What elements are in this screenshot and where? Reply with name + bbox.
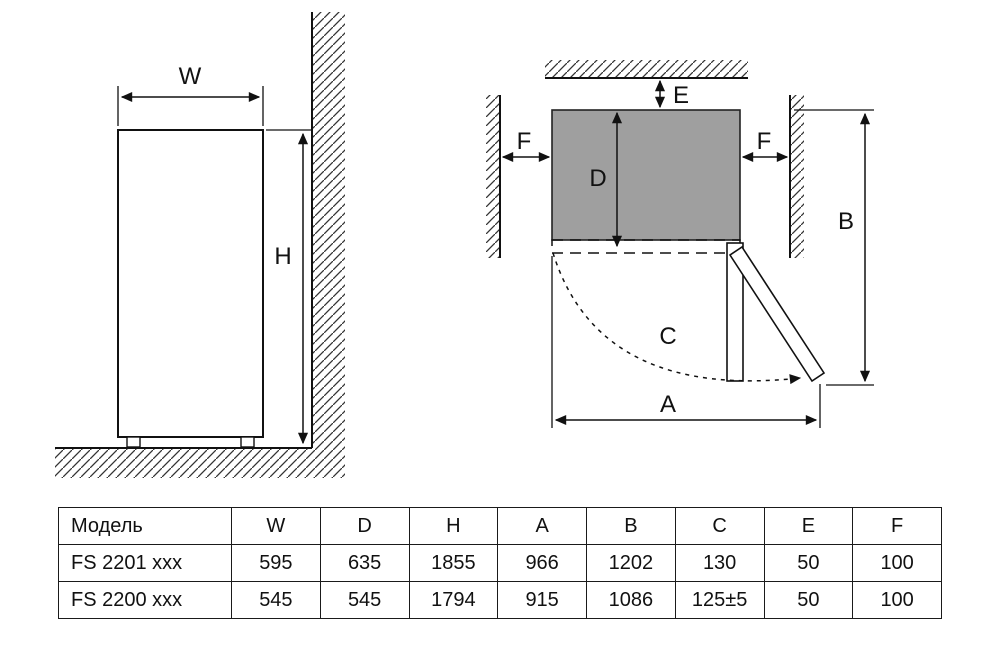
appliance-front	[117, 129, 264, 438]
value-w: 595	[231, 544, 321, 582]
dimension-f-left: F	[501, 128, 551, 163]
dimension-e: E	[654, 79, 689, 109]
door-open-90	[726, 242, 744, 382]
value-d: 635	[319, 544, 410, 582]
header-h: H	[408, 507, 499, 545]
dimension-b: B	[794, 109, 874, 386]
door-closed-dashed	[551, 239, 741, 254]
right-wall-hatch	[790, 95, 804, 258]
value-b: 1202	[586, 544, 676, 582]
table-header-row: Модель W D H A B C E F	[58, 507, 942, 545]
header-d: D	[319, 507, 410, 545]
appliance-top-view	[551, 109, 741, 241]
value-c: 130	[674, 544, 765, 582]
front-view: W H	[55, 12, 345, 478]
installation-diagram: W H E	[55, 12, 874, 478]
appliance-foot-left	[126, 436, 141, 448]
appliance-foot-right	[240, 436, 255, 448]
dimension-w-label: W	[179, 63, 202, 90]
dimension-w: W	[117, 63, 264, 126]
value-d: 545	[319, 581, 410, 619]
value-b: 1086	[586, 581, 676, 619]
dimension-f-right-label: F	[757, 128, 772, 155]
dimension-h: H	[266, 129, 311, 445]
table-row: FS 2200 xxx 545 545 1794 915 1086 125±5 …	[58, 581, 942, 619]
back-wall-hatch	[545, 60, 748, 78]
value-f: 100	[852, 544, 942, 582]
dimension-d-label: D	[589, 165, 606, 192]
value-h: 1794	[408, 581, 499, 619]
dimension-f-left-label: F	[517, 128, 532, 155]
floor-hatch	[55, 448, 312, 478]
value-c: 125±5	[674, 581, 765, 619]
value-h: 1855	[408, 544, 499, 582]
value-a: 915	[497, 581, 587, 619]
value-e: 50	[763, 544, 854, 582]
dimension-e-label: E	[673, 82, 689, 109]
value-a: 966	[497, 544, 587, 582]
dimensions-table: Модель W D H A B C E F FS 2201 xxx 595 6…	[58, 507, 942, 619]
model-name: FS 2200 xxx	[58, 581, 232, 619]
value-w: 545	[231, 581, 321, 619]
door-open-max	[728, 245, 826, 383]
table-row: FS 2201 xxx 595 635 1855 966 1202 130 50…	[58, 544, 942, 582]
dimension-f-right: F	[741, 128, 789, 163]
header-c: C	[674, 507, 765, 545]
wall-hatch	[312, 12, 345, 478]
dimension-a-label: A	[660, 391, 676, 418]
value-f: 100	[852, 581, 942, 619]
dimension-c: C	[552, 252, 802, 385]
dimension-a: A	[551, 256, 821, 428]
header-e: E	[763, 507, 854, 545]
dimension-h-label: H	[274, 243, 291, 270]
top-view: E F F D	[486, 60, 874, 428]
dimension-c-label: C	[659, 323, 676, 350]
door-swing-arc	[552, 252, 802, 385]
header-a: A	[497, 507, 587, 545]
header-f: F	[852, 507, 942, 545]
value-e: 50	[763, 581, 854, 619]
model-name: FS 2201 xxx	[58, 544, 232, 582]
header-b: B	[586, 507, 676, 545]
header-w: W	[231, 507, 321, 545]
dimension-d: D	[589, 111, 623, 248]
header-model: Модель	[58, 507, 232, 545]
dimension-b-label: B	[838, 208, 854, 235]
left-wall-hatch	[486, 95, 500, 258]
